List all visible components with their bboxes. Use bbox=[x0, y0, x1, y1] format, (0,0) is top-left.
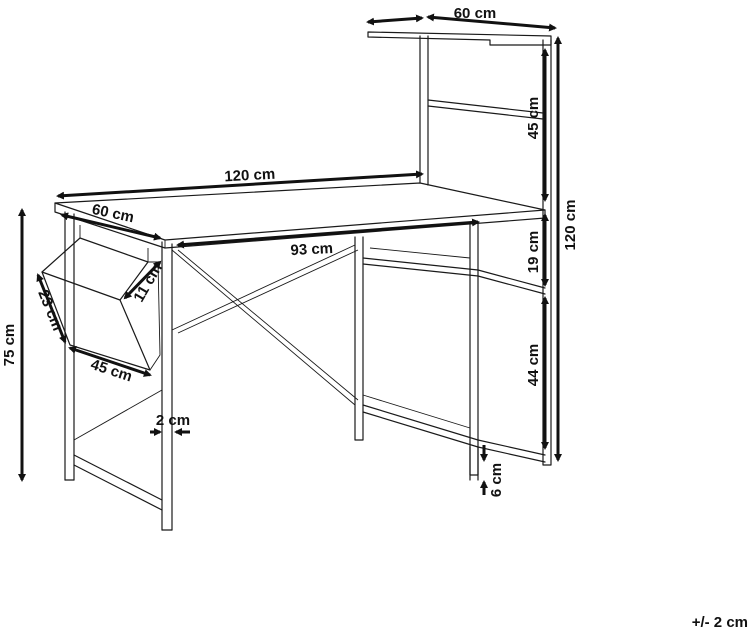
label-bag-depth: 11 cm bbox=[130, 260, 166, 305]
tolerance-note: +/- 2 cm bbox=[691, 614, 748, 631]
label-bag-height: 23 cm bbox=[34, 287, 66, 333]
label-desk-height: 75 cm bbox=[1, 324, 18, 367]
desk-outline bbox=[41, 31, 552, 531]
dimension-labels: 60 cm 45 cm 120 cm 120 cm 60 cm 93 cm 19… bbox=[1, 5, 579, 497]
label-total-height: 120 cm bbox=[562, 200, 579, 251]
label-upper-shelf-height: 45 cm bbox=[525, 97, 542, 140]
dimension-arrows bbox=[18, 13, 562, 495]
label-desk-width: 120 cm bbox=[224, 166, 276, 186]
label-inner-width: 93 cm bbox=[290, 240, 333, 259]
label-frame-thickness: 2 cm bbox=[156, 412, 190, 429]
label-mid-shelf-height: 19 cm bbox=[525, 231, 542, 274]
label-shelf-width: 60 cm bbox=[454, 5, 497, 22]
label-foot-clearance: 6 cm bbox=[488, 463, 505, 497]
label-lower-shelf-height: 44 cm bbox=[525, 344, 542, 387]
